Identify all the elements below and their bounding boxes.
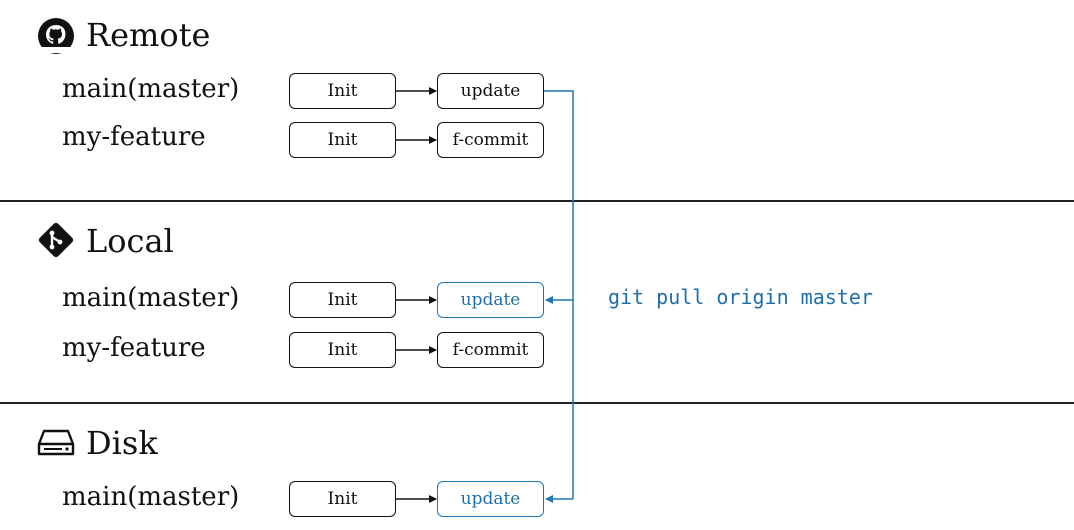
hard-drive-icon — [37, 429, 75, 456]
commit-local-main-update: update — [437, 282, 544, 318]
github-icon — [38, 18, 74, 54]
section-title-remote: Remote — [86, 16, 211, 54]
branch-label-remote-feature: my-feature — [62, 122, 206, 152]
commit-remote-feature-fcommit: f-commit — [437, 122, 544, 158]
commit-local-feature-init: Init — [289, 332, 396, 368]
commit-local-main-init: Init — [289, 282, 396, 318]
git-icon — [38, 222, 74, 258]
divider-local-disk — [0, 402, 1074, 404]
section-title-disk: Disk — [86, 424, 158, 462]
branch-label-disk-main: main(master) — [62, 482, 240, 512]
branch-label-local-main: main(master) — [62, 283, 240, 313]
command-label: git pull origin master — [608, 285, 873, 309]
branch-label-local-feature: my-feature — [62, 333, 206, 363]
commit-local-feature-fcommit: f-commit — [437, 332, 544, 368]
commit-remote-main-init: Init — [289, 73, 396, 109]
commit-remote-feature-init: Init — [289, 122, 396, 158]
branch-label-remote-main: main(master) — [62, 74, 240, 104]
section-title-local: Local — [86, 222, 174, 260]
pull-connector-line — [544, 90, 574, 499]
commit-disk-main-init: Init — [289, 481, 396, 517]
commit-remote-main-update: update — [437, 73, 544, 109]
divider-remote-local — [0, 200, 1074, 202]
commit-disk-main-update: update — [437, 481, 544, 517]
